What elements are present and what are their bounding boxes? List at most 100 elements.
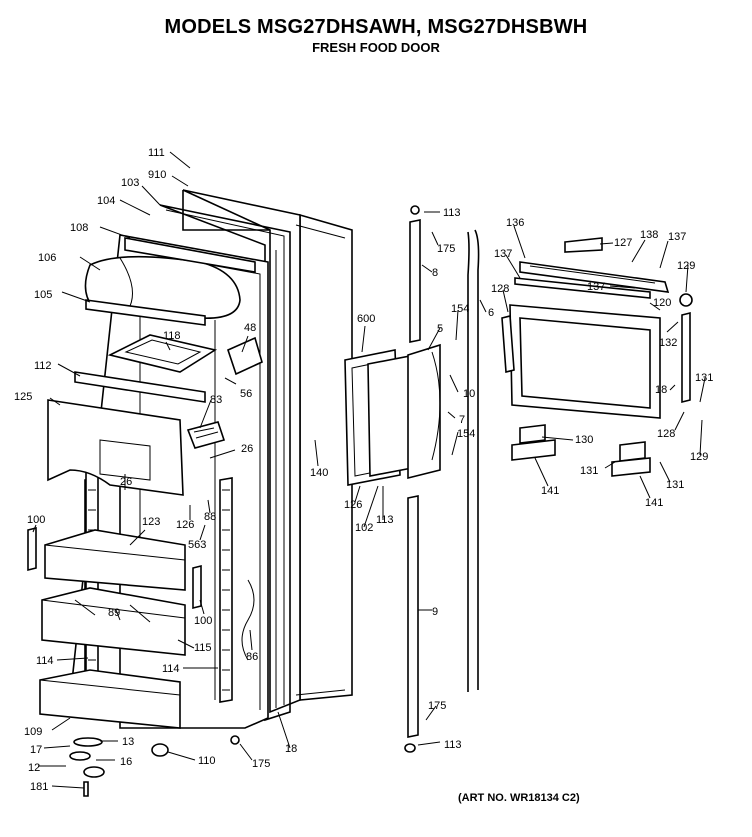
callout-10: 10 [463,388,475,400]
part-127 [564,237,603,253]
callout-154-top: 154 [451,303,469,315]
callout-126-center: 126 [344,499,362,511]
clip-100-left [27,526,37,572]
callout-128-left: 128 [491,283,509,295]
rail-114-right [219,477,233,703]
bin-109 [39,669,181,729]
rail-137 [514,277,651,299]
callout-137-center: 137 [587,281,605,293]
shelf-112 [74,371,206,403]
callout-600: 600 [357,313,375,325]
bin-123 [44,529,186,591]
callout-labels: 111 910 103 104 108 106 105 118 48 112 5… [14,147,713,793]
callout-56: 56 [240,388,252,400]
hinge-parts-left [69,735,240,797]
callout-910: 910 [148,169,166,181]
hinge-128-left [501,314,515,374]
door-outer-panel [182,189,353,714]
dairy-door-108 [124,237,256,273]
callout-130: 130 [575,434,593,446]
callout-111: 111 [148,147,165,159]
callout-7: 7 [459,414,465,426]
callout-102: 102 [355,522,373,534]
shelf-118 [107,334,218,373]
callout-103: 103 [121,177,139,189]
callout-18-right: 18 [655,384,667,396]
callout-126-left: 126 [176,519,194,531]
callout-16: 16 [120,756,132,768]
callout-114-left: 114 [36,655,54,667]
callout-141-left: 141 [541,485,559,497]
callout-18: 18 [285,743,297,755]
callout-109: 109 [24,726,42,738]
control-83 [186,421,226,449]
leader-lines [32,151,706,789]
callout-181: 181 [30,781,48,793]
callout-125: 125 [14,391,32,403]
callout-154-bottom: 154 [457,428,475,440]
art-number: (ART NO. WR18134 C2) [458,792,580,804]
frame-600 [344,349,413,486]
callout-138: 138 [640,229,658,241]
callout-123: 123 [142,516,160,528]
diagram-subtitle: FRESH FOOD DOOR [312,40,440,55]
callout-115: 115 [194,642,212,654]
callout-175-bottom: 175 [428,700,446,712]
callout-141-right: 141 [645,497,663,509]
frame-120 [509,304,661,419]
dairy-compartment-106 [84,255,241,326]
callout-113-center: 113 [376,514,394,526]
callout-137-right: 137 [668,231,686,243]
callout-132: 132 [659,337,677,349]
callout-48: 48 [244,322,256,334]
callout-13: 13 [122,736,134,748]
callout-8: 8 [432,267,438,279]
bracket-141 [511,439,651,477]
callout-112: 112 [34,360,52,372]
callout-175-bottom-left: 175 [252,758,270,770]
callout-100-left: 100 [27,514,45,526]
callout-129-bottom: 129 [690,451,708,463]
callout-131-right: 131 [695,372,713,384]
callout-5: 5 [437,323,443,335]
callout-26-left: 26 [120,476,132,488]
callout-120: 120 [653,297,671,309]
handle-5 [407,343,441,480]
callout-89: 89 [108,607,120,619]
callout-12: 12 [28,762,40,774]
callout-83: 83 [210,394,222,406]
callout-100-center: 100 [194,615,212,627]
bar-136 [519,261,670,293]
door-gasket-frame [159,204,291,722]
diagram-title: MODELS MSG27DHSAWH, MSG27DHSBWH [164,16,588,38]
callout-86: 86 [246,651,258,663]
bin-115 [41,587,186,656]
gasket-6 [467,229,480,692]
callout-128-right: 128 [657,428,675,440]
panel-125 [47,399,184,496]
callout-106: 106 [38,252,56,264]
callout-131-bottom: 131 [666,479,684,491]
callout-118: 118 [163,330,181,342]
strip-8 [409,205,421,343]
clip-100-center [192,564,202,610]
callout-88: 88 [204,511,216,523]
callout-26-right: 26 [241,443,253,455]
callout-108: 108 [70,222,88,234]
callout-104: 104 [97,195,115,207]
callout-113-bottom: 113 [444,739,462,751]
callout-127: 127 [614,237,632,249]
callout-9: 9 [432,606,438,618]
callout-113-top: 113 [443,207,461,219]
callout-175-top: 175 [437,243,455,255]
spring-86 [241,579,255,661]
callout-6: 6 [488,307,494,319]
callout-131-center: 131 [580,465,598,477]
callout-105: 105 [34,289,52,301]
callout-129-top: 129 [677,260,695,272]
callout-110: 110 [198,755,216,767]
hinge-128-right [679,293,693,404]
strip-9 [404,495,419,753]
callout-17: 17 [30,744,42,756]
